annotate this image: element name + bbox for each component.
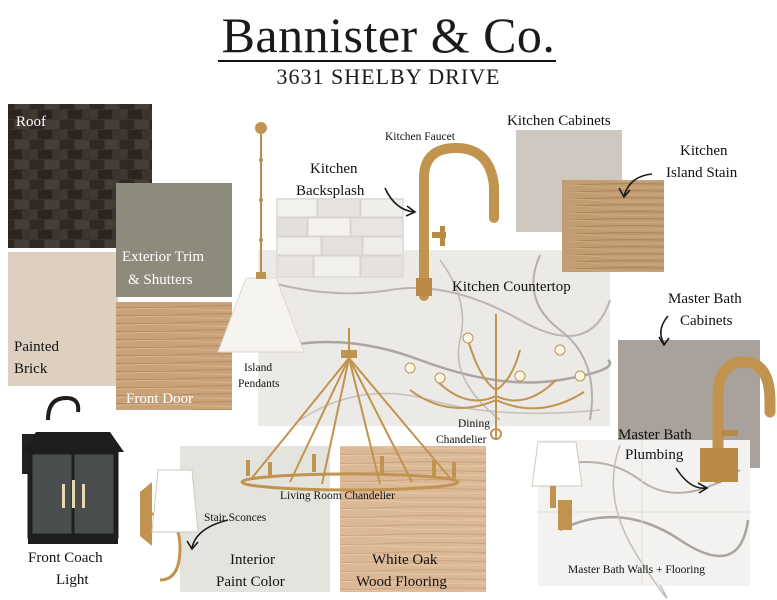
kitchen-faucet-icon bbox=[416, 142, 499, 301]
label-kitchen-faucet: Kitchen Faucet bbox=[385, 131, 455, 143]
dining-chandelier-icon bbox=[404, 314, 586, 440]
pendant-light-icon bbox=[217, 122, 305, 353]
title-underline bbox=[218, 60, 556, 62]
kitchen-countertop-swatch bbox=[258, 250, 612, 426]
label-kitchen-backsplash-line2: Backsplash bbox=[296, 183, 365, 199]
arrow-icon bbox=[186, 173, 709, 551]
label-exterior-trim-line2: & Shutters bbox=[128, 272, 193, 288]
label-front-coach-line2: Light bbox=[56, 572, 89, 588]
exterior-trim-swatch bbox=[116, 183, 232, 297]
label-dining-chandelier-line2: Chandelier bbox=[436, 434, 487, 446]
label-island-stain-line1: Kitchen bbox=[680, 143, 728, 159]
label-kitchen-countertop: Kitchen Countertop bbox=[452, 279, 571, 295]
label-kitchen-backsplash-line1: Kitchen bbox=[310, 161, 358, 177]
kitchen-backsplash-swatch bbox=[276, 198, 404, 278]
label-roof: Roof bbox=[16, 114, 46, 130]
label-island-pendants-line1: Island bbox=[244, 362, 273, 374]
interior-paint-swatch bbox=[180, 446, 330, 592]
label-living-room-chandelier: Living Room Chandelier bbox=[280, 490, 395, 502]
painted-brick-swatch bbox=[8, 252, 118, 386]
label-painted-brick-line2: Brick bbox=[14, 361, 48, 377]
label-master-bath-plumbing-line2: Plumbing bbox=[625, 447, 684, 463]
label-island-pendants-line2: Pendants bbox=[238, 378, 280, 390]
label-white-oak-line1: White Oak bbox=[372, 552, 438, 568]
label-kitchen-cabinets: Kitchen Cabinets bbox=[507, 113, 611, 129]
bath-sconce-icon bbox=[531, 441, 583, 530]
white-oak-swatch bbox=[340, 446, 486, 592]
label-white-oak-line2: Wood Flooring bbox=[356, 574, 447, 590]
label-dining-chandelier-line1: Dining bbox=[458, 418, 490, 430]
label-master-bath-cabinets-line2: Cabinets bbox=[680, 313, 733, 329]
label-island-stain-line2: Island Stain bbox=[666, 165, 738, 181]
label-interior-paint-line2: Paint Color bbox=[216, 574, 285, 590]
label-master-bath-walls: Master Bath Walls + Flooring bbox=[568, 564, 705, 576]
kitchen-island-stain-swatch bbox=[562, 180, 664, 272]
label-master-bath-plumbing-line1: Master Bath bbox=[618, 427, 692, 443]
label-front-door: Front Door bbox=[126, 391, 194, 407]
label-front-coach-line1: Front Coach bbox=[28, 550, 103, 566]
bath-faucet-icon bbox=[700, 356, 776, 484]
label-master-bath-cabinets-line1: Master Bath bbox=[668, 291, 742, 307]
wall-sconce-icon bbox=[140, 469, 199, 582]
label-painted-brick-line1: Painted bbox=[14, 339, 59, 355]
label-exterior-trim-line1: Exterior Trim bbox=[122, 249, 205, 265]
front-door-swatch bbox=[116, 302, 232, 410]
label-stair-sconces: Stair Sconces bbox=[204, 512, 267, 524]
label-interior-paint-line1: Interior bbox=[230, 552, 275, 568]
living-room-chandelier-icon bbox=[240, 328, 460, 492]
brand-title: Bannister & Co. bbox=[221, 7, 556, 63]
address-subtitle: 3631 SHELBY DRIVE bbox=[276, 64, 501, 89]
coach-lantern-icon bbox=[22, 395, 124, 544]
